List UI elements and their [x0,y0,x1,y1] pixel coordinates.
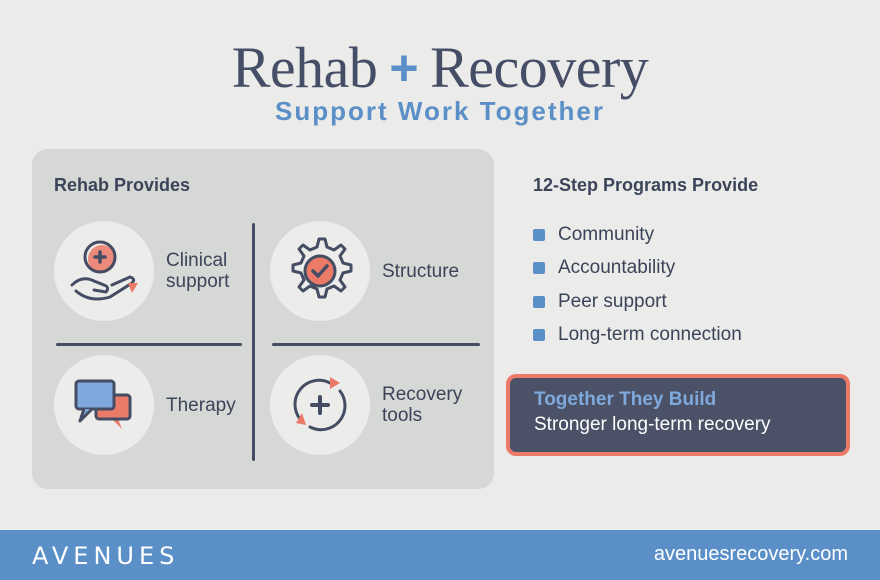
list-item-label: Community [558,223,655,245]
rehab-item-label: Recovery [382,384,463,405]
title-recovery: Recovery [430,35,649,100]
chat-bubbles-icon [54,355,154,455]
together-callout: Together They Build Stronger long-term r… [506,374,850,456]
list-item: Peer support [533,285,742,319]
rehab-item-label: Clinical [166,250,228,271]
list-item-label: Peer support [558,290,667,312]
title-rehab: Rehab [231,35,378,100]
divider-horizontal-left [56,343,242,346]
list-item: Community [533,218,742,252]
rehab-item-structure: Structure [270,221,459,321]
list-item-label: Long-term connection [558,324,742,346]
hand-medical-icon [54,221,154,321]
list-item-label: Accountability [558,257,676,279]
page-subtitle: Support Work Together [275,96,605,126]
rehab-heading: Rehab Provides [54,175,191,195]
together-title: Together They Build [534,389,717,410]
rehab-item-label-line2: support [166,271,230,292]
together-subtitle: Stronger long-term recovery [534,414,771,435]
footer-url[interactable]: avenuesrecovery.com [653,543,848,565]
list-item: Accountability [533,252,742,286]
bullet-square-icon [533,262,545,275]
bullet-square-icon [533,329,545,342]
bullet-square-icon [533,228,545,241]
divider-horizontal-right [272,343,480,346]
rehab-item-label-line2: tools [382,405,423,426]
rehab-item-label: Structure [382,260,460,282]
rehab-panel: Rehab Provides Clinical support [32,149,494,489]
steps-heading: 12-Step Programs Provide [533,175,759,195]
gear-check-icon [270,221,370,321]
rehab-item-label: Therapy [166,394,236,416]
divider-vertical [252,223,255,461]
footer-bar: AVENUES avenuesrecovery.com [0,530,880,580]
rehab-item-recovery-tools: Recovery tools [270,355,462,455]
rehab-item-therapy: Therapy [54,355,236,455]
rehab-item-clinical-support: Clinical support [54,221,229,321]
bullet-square-icon [533,295,545,308]
cycle-plus-icon [270,355,370,455]
page-title: Rehab + Recovery [0,34,880,101]
steps-list: Community Accountability Peer support Lo… [533,218,742,352]
list-item: Long-term connection [533,319,742,353]
avenues-logo: AVENUES [32,542,180,570]
title-plus: + [389,39,419,96]
